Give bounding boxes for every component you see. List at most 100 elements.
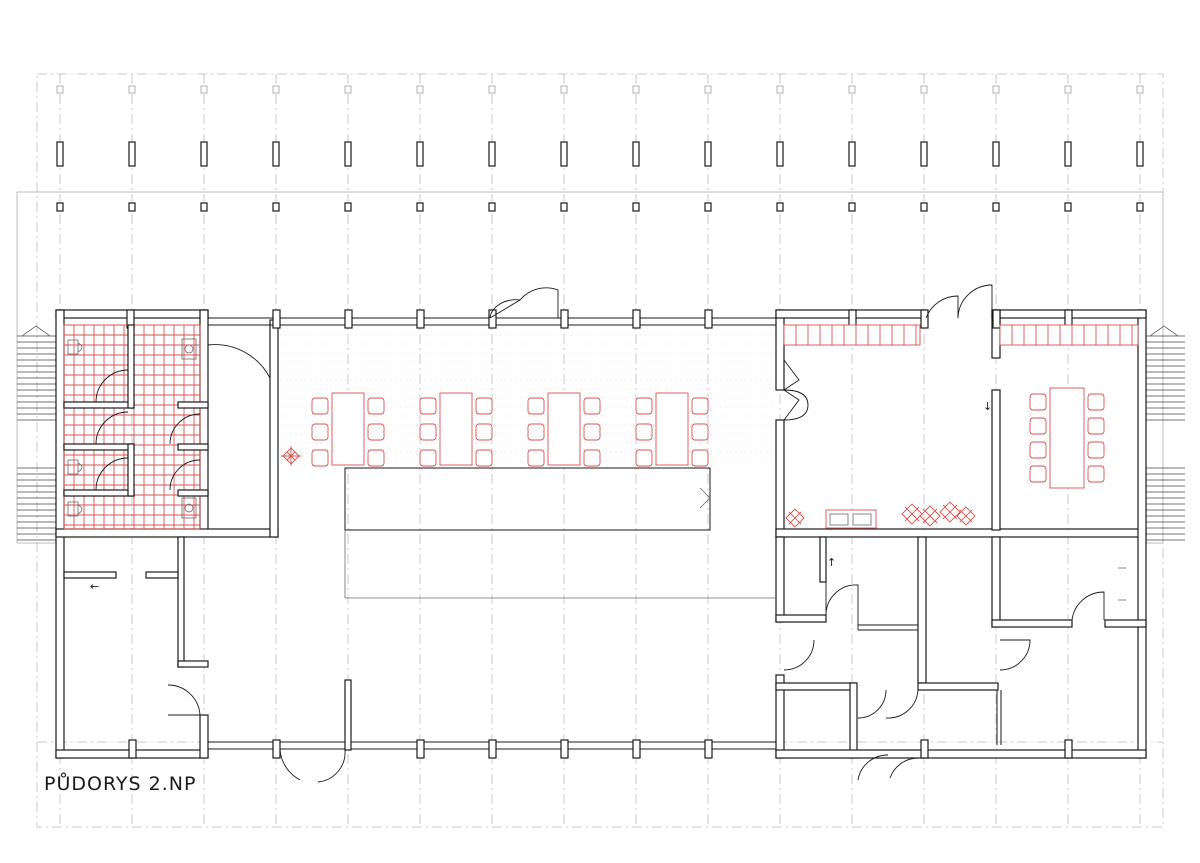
- plant-icon: [785, 508, 805, 528]
- chair: [635, 397, 653, 415]
- chair: [367, 449, 385, 467]
- column: [56, 141, 64, 167]
- column: [488, 85, 496, 94]
- chair: [367, 397, 385, 415]
- column: [344, 309, 353, 329]
- chair: [527, 449, 545, 467]
- plant-icon: [901, 503, 923, 525]
- column: [992, 141, 1000, 167]
- chair: [1029, 393, 1047, 411]
- column: [776, 85, 784, 94]
- column: [272, 202, 280, 212]
- column: [632, 85, 640, 94]
- toilet-icon: [67, 339, 83, 355]
- chair: [691, 397, 709, 415]
- column: [992, 85, 1000, 94]
- column: [200, 141, 208, 167]
- chair: [311, 423, 329, 441]
- column: [416, 141, 424, 167]
- column: [272, 141, 280, 167]
- column: [632, 309, 641, 329]
- column: [560, 739, 569, 759]
- chair: [1029, 465, 1047, 483]
- plant-icon: [919, 505, 941, 527]
- chair: [419, 449, 437, 467]
- column: [488, 739, 497, 759]
- chair: [311, 449, 329, 467]
- column: [560, 309, 569, 329]
- chair: [527, 397, 545, 415]
- chair: [583, 449, 601, 467]
- arrow-down-icon: ↓: [983, 400, 992, 413]
- column: [704, 85, 712, 94]
- plant-icon: [956, 506, 976, 526]
- counter: [999, 324, 1139, 346]
- leaf: [959, 509, 973, 523]
- leaf: [939, 501, 961, 523]
- column: [416, 309, 425, 329]
- arrow-left-icon: ←: [90, 580, 99, 593]
- chair: [475, 397, 493, 415]
- column: [848, 202, 856, 212]
- chair: [1087, 441, 1105, 459]
- toilet-icon: [67, 501, 83, 517]
- facade-columns: [126, 309, 1073, 759]
- column: [56, 202, 64, 212]
- chair: [311, 397, 329, 415]
- column: [1136, 141, 1144, 167]
- column: [272, 85, 280, 94]
- column: [1064, 202, 1072, 212]
- chair: [583, 423, 601, 441]
- column: [416, 85, 424, 94]
- leaf: [904, 506, 920, 522]
- leaf: [922, 508, 938, 524]
- toilet-icon: [67, 459, 83, 475]
- leaf: [788, 511, 802, 525]
- leaf: [785, 508, 805, 528]
- column: [200, 85, 208, 94]
- column: [920, 309, 929, 329]
- sink-icon: [181, 497, 197, 519]
- plant-icon: [281, 446, 301, 466]
- column: [704, 141, 712, 167]
- column: [704, 309, 713, 329]
- column: [416, 739, 425, 759]
- chair: [1087, 465, 1105, 483]
- column: [344, 141, 352, 167]
- column: [1136, 85, 1144, 94]
- chair: [1087, 393, 1105, 411]
- chair: [691, 423, 709, 441]
- chair: [1087, 417, 1105, 435]
- stair-arrow: [21, 325, 51, 337]
- dining-table: [655, 392, 689, 466]
- dining-table: [439, 392, 473, 466]
- stair-left: [17, 325, 56, 541]
- column: [920, 739, 929, 759]
- column: [848, 85, 856, 94]
- chair: [583, 397, 601, 415]
- column: [992, 202, 1000, 212]
- column: [1064, 739, 1073, 759]
- column: [1064, 141, 1072, 167]
- dining-hall: [279, 287, 776, 783]
- column: [776, 202, 784, 212]
- chair: [475, 423, 493, 441]
- column: [128, 202, 136, 212]
- meeting-table: [1049, 387, 1085, 489]
- column: [488, 202, 496, 212]
- column: [848, 141, 856, 167]
- column: [272, 309, 281, 329]
- column: [128, 85, 136, 94]
- column: [560, 85, 568, 94]
- column: [632, 739, 641, 759]
- leaf: [956, 506, 976, 526]
- stair-arrow: [1149, 325, 1179, 337]
- column: [344, 202, 352, 212]
- column: [776, 141, 784, 167]
- arrow-up-icon: ↑: [827, 556, 836, 569]
- chair: [1029, 417, 1047, 435]
- column: [416, 202, 424, 212]
- drawing-title: PŮDORYS 2.NP: [44, 773, 197, 795]
- door-swing-icon: [489, 287, 559, 319]
